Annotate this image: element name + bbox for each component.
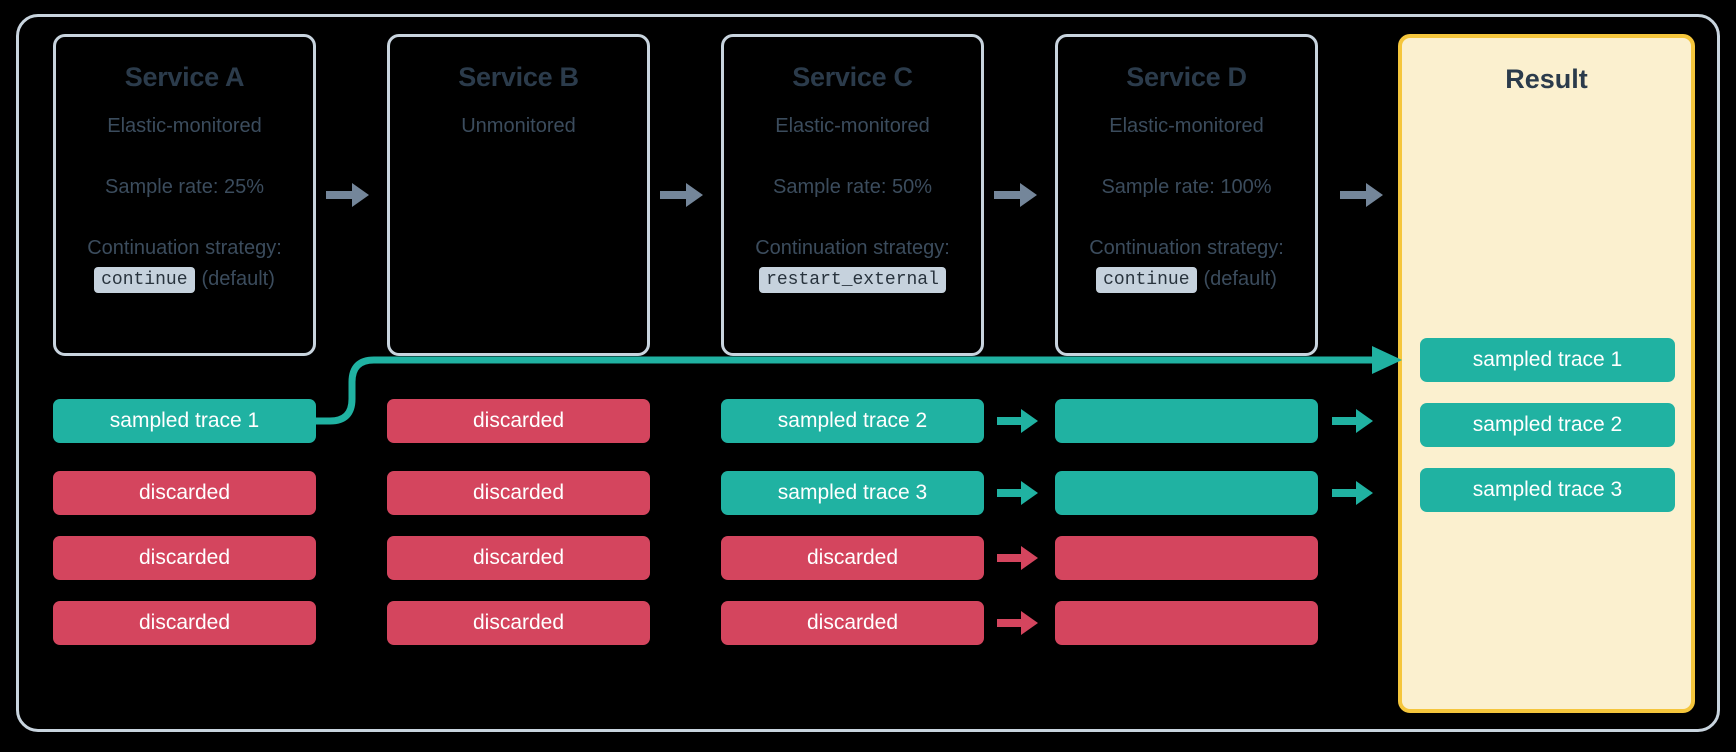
- trace-chip-a3[interactable]: discarded: [53, 536, 316, 580]
- service-c-to-d-arrow-icon: [994, 183, 1037, 207]
- trace-chip-c4[interactable]: discarded: [721, 601, 984, 645]
- trace-chip-d2[interactable]: [1055, 471, 1318, 515]
- service-d-strategy-label: Continuation strategy:: [1089, 236, 1284, 259]
- trace-chip-b4[interactable]: discarded: [387, 601, 650, 645]
- service-d-strategy-note: (default): [1203, 268, 1277, 291]
- service-c-title: Service C: [792, 62, 913, 92]
- service-a-strategy-value: continue: [94, 266, 195, 293]
- service-a-strategy-row: continue (default): [56, 266, 313, 293]
- service-d-sample-rate: Sample rate: 100%: [1101, 175, 1272, 198]
- arrow-c2-to-d2-icon: [997, 481, 1038, 505]
- result-panel-title: Result: [1505, 64, 1588, 94]
- service-a-title: Service A: [124, 62, 245, 92]
- arrow-c1-to-d1-icon: [997, 409, 1038, 433]
- service-b-title: Service B: [458, 62, 579, 92]
- trace-chip-d4[interactable]: [1055, 601, 1318, 645]
- result-trace-chip-3[interactable]: sampled trace 3: [1420, 468, 1675, 512]
- trace-chip-b2[interactable]: discarded: [387, 471, 650, 515]
- service-d-to-result-arrow-icon: [1340, 183, 1383, 207]
- result-trace-chip-1[interactable]: sampled trace 1: [1420, 338, 1675, 382]
- service-c-sample-rate: Sample rate: 50%: [773, 175, 932, 198]
- trace-chip-a4[interactable]: discarded: [53, 601, 316, 645]
- trace-chip-d3[interactable]: [1055, 536, 1318, 580]
- service-d-strategy-row: continue (default): [1058, 266, 1315, 293]
- arrow-c4-to-d4-icon: [997, 611, 1038, 635]
- service-a-strategy-label: Continuation strategy:: [87, 236, 282, 259]
- arrow-d2-to-result3-icon: [1332, 481, 1373, 505]
- service-card-d: Service D Elastic-monitored Sample rate:…: [1055, 34, 1318, 356]
- service-a-sample-rate: Sample rate: 25%: [105, 175, 264, 198]
- service-b-to-c-arrow-icon: [660, 183, 703, 207]
- trace-chip-d1[interactable]: [1055, 399, 1318, 443]
- trace-chip-c2[interactable]: sampled trace 3: [721, 471, 984, 515]
- result-trace-chip-2[interactable]: sampled trace 2: [1420, 403, 1675, 447]
- service-c-monitoring: Elastic-monitored: [775, 114, 930, 137]
- trace-chip-a1[interactable]: sampled trace 1: [53, 399, 316, 443]
- service-a-strategy-note: (default): [201, 268, 275, 291]
- service-c-strategy-label: Continuation strategy:: [755, 236, 950, 259]
- trace-chip-b3[interactable]: discarded: [387, 536, 650, 580]
- service-b-monitoring: Unmonitored: [461, 114, 576, 137]
- service-card-c: Service C Elastic-monitored Sample rate:…: [721, 34, 984, 356]
- trace-chip-a2[interactable]: discarded: [53, 471, 316, 515]
- service-c-strategy-value: restart_external: [759, 266, 946, 293]
- service-a-monitoring: Elastic-monitored: [107, 114, 262, 137]
- service-a-to-b-arrow-icon: [326, 183, 369, 207]
- service-card-a: Service A Elastic-monitored Sample rate:…: [53, 34, 316, 356]
- service-d-title: Service D: [1126, 62, 1247, 92]
- arrow-c3-to-d3-icon: [997, 546, 1038, 570]
- trace-chip-c3[interactable]: discarded: [721, 536, 984, 580]
- arrow-d1-to-result2-icon: [1332, 409, 1373, 433]
- service-card-b: Service B Unmonitored: [387, 34, 650, 356]
- trace-chip-b1[interactable]: discarded: [387, 399, 650, 443]
- service-d-strategy-value: continue: [1096, 266, 1197, 293]
- trace-chip-c1[interactable]: sampled trace 2: [721, 399, 984, 443]
- service-d-monitoring: Elastic-monitored: [1109, 114, 1264, 137]
- outer-container-frame: [16, 14, 1720, 732]
- service-c-strategy-row: restart_external: [724, 266, 981, 293]
